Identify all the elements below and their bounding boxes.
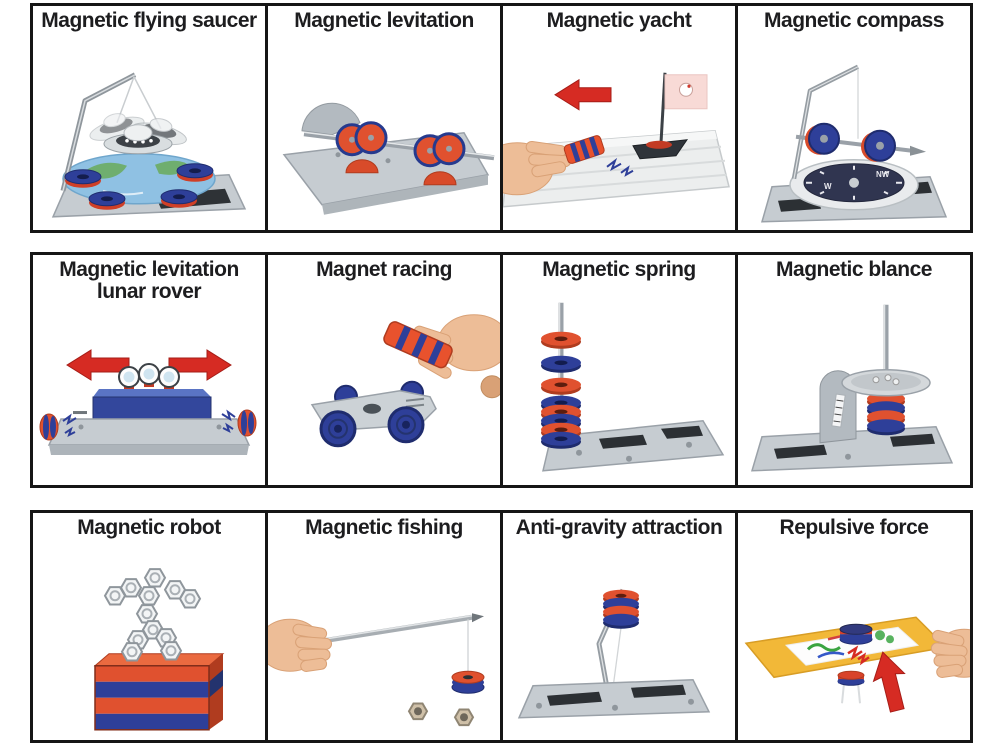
up-arrow-icon [872,651,906,714]
hex-nut [408,702,428,721]
metal-rod [307,615,473,647]
dial-ticks [806,166,902,201]
left-arrow-icon [554,79,612,112]
lightning-icon [606,158,622,172]
panel-magnetic-robot: Magnetic robot [30,510,268,743]
panel-title: Magnetic robot [77,516,221,539]
string [612,628,622,689]
magnetic-yacht-photo [503,73,730,208]
panel-magnetic-levitation-lunar-rover: Magnetic levitation lunar rover [30,252,268,488]
dial-label: NW [876,170,890,179]
panel-title: Magnetic levitation [294,9,474,32]
magnet-stack [603,590,639,630]
hand [930,629,970,679]
bar-magnet-block [93,653,225,731]
anti-gravity-attraction-photo [517,589,711,720]
half-disc-support [423,171,457,186]
base-plate [47,418,251,446]
row-3: Magnetic robot [30,510,973,743]
magnetic-fishing-photo [268,613,485,727]
panel-title: Magnetic levitation lunar rover [59,258,239,304]
hand [268,619,333,673]
blue-block [92,396,212,422]
drawing-scribble [806,643,841,653]
magnetic-robot-photo [93,568,225,731]
panel-title: Magnetic fishing [305,516,463,539]
end-ring-magnet [237,409,257,437]
panel-magnetic-compass: Magnetic compass NW W [738,3,973,233]
lightning-icon [847,645,863,661]
boat [632,139,689,160]
repulsive-force-photo [744,616,970,714]
bar-magnet [563,135,605,165]
blue-disc-magnets [805,123,896,163]
panel-title: Magnetic yacht [546,9,692,32]
panel-title: Magnetic flying saucer [41,9,257,32]
lightning-icon [620,165,634,178]
hex-nut [454,708,474,727]
panel-magnet-racing: Magnet racing [268,252,503,488]
magnifier-figures [118,362,180,390]
panel-title: Magnet racing [316,258,452,281]
dial-label: W [824,182,832,191]
magnetic-spring-photo [541,303,725,473]
panel-magnetic-levitation: Magnetic levitation [268,3,503,233]
scale-strip [831,393,846,429]
mast [659,73,667,144]
magnet-stack [867,392,905,436]
magnetic-levitation-photo [282,103,495,216]
weighing-pan [841,369,931,397]
magnetic-flying-saucer-photo [51,73,247,219]
lightning-icon [62,413,77,437]
lightning-icon [221,409,236,433]
ring-magnet [451,671,485,695]
magnetic-levitation-lunar-rover-photo [39,349,257,455]
ring-magnets [64,163,214,211]
front-wheel [387,406,425,444]
left-arrow-icon [66,349,130,381]
panel-anti-gravity-attraction: Anti-gravity attraction [503,510,738,743]
panel-repulsive-force: Repulsive force [738,510,973,743]
lightning-icon [857,652,870,666]
panel-title: Magnetic compass [764,9,944,32]
end-ring-magnet [39,413,59,441]
lower-ring-magnet [837,671,865,704]
bar-magnet [383,321,453,369]
right-arrow-icon [168,349,232,381]
panel-title: Magnetic spring [542,258,696,281]
top-ring-magnet [839,624,873,646]
magnetic-compass-photo: NW W [760,65,948,224]
magnet-racing-photo [310,314,500,448]
blue-block-top [93,388,211,397]
front-wheel [319,410,357,448]
panel-title: Magnetic blance [776,258,932,281]
panel-title: Repulsive force [779,516,929,539]
panel-magnetic-flying-saucer: Magnetic flying saucer [30,3,268,233]
half-disc-support [345,159,379,174]
panel-magnetic-spring: Magnetic spring [503,252,738,488]
ufo-saucer [103,124,173,155]
panel-magnetic-yacht: Magnetic yacht [503,3,738,233]
flag-logo [679,83,693,98]
hex-nut-figure [104,568,201,662]
hand [503,141,572,196]
magnetic-balance-photo [750,305,954,473]
row-2: Magnetic levitation lunar rover [30,252,973,488]
panel-title: Anti-gravity attraction [515,516,723,539]
panel-magnetic-balance: Magnetic blance [738,252,973,488]
panel-magnetic-fishing: Magnetic fishing [268,510,503,743]
row-1: Magnetic flying saucer [30,3,973,233]
red-disc-magnets [335,121,466,168]
